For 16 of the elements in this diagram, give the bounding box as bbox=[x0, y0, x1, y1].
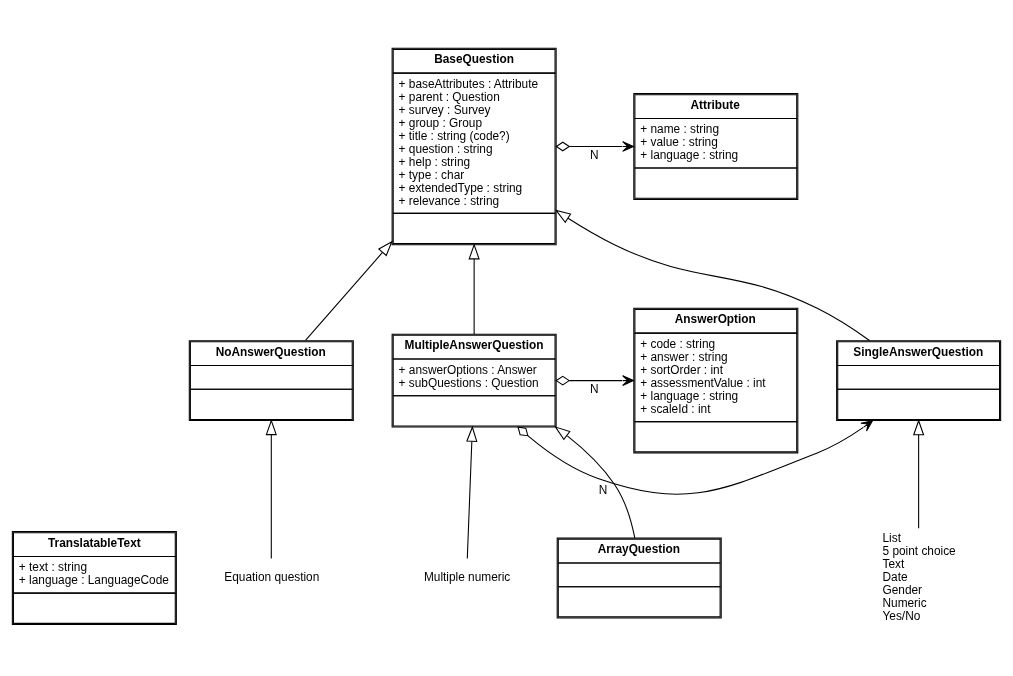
edge-label: N bbox=[598, 482, 608, 497]
arrow bbox=[555, 375, 634, 386]
arrow bbox=[555, 141, 634, 152]
arrow bbox=[517, 420, 873, 495]
arrow bbox=[554, 209, 870, 341]
arrow bbox=[265, 418, 277, 560]
arrow bbox=[468, 243, 480, 335]
node-text: Multiple numeric bbox=[423, 570, 511, 585]
node-text: Equation question bbox=[224, 570, 320, 585]
edge-label: N bbox=[590, 148, 599, 163]
node-text: List 5 point choice Text Date Gender Numeric Yes/No bbox=[882, 531, 956, 623]
arrow bbox=[912, 419, 925, 529]
edge-label: N bbox=[590, 382, 599, 397]
arrow bbox=[554, 426, 636, 539]
arrow bbox=[466, 425, 478, 560]
arrow bbox=[305, 240, 393, 341]
